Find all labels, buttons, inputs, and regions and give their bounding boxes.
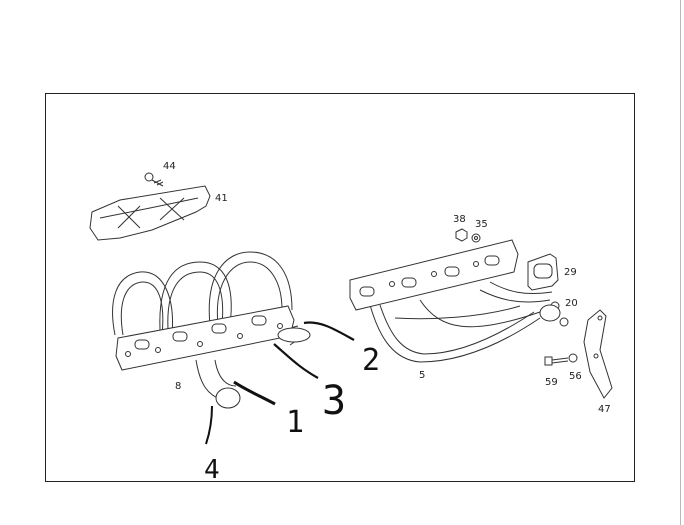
label-5: 5 — [419, 370, 425, 381]
label-8: 8 — [175, 381, 181, 392]
callout-2: 2 — [362, 343, 380, 378]
manifold-flange-right — [349, 239, 519, 311]
label-20: 20 — [565, 298, 578, 309]
label-44: 44 — [163, 161, 176, 172]
gasket-29 — [527, 253, 559, 291]
callout-4: 4 — [204, 455, 220, 485]
label-29: 29 — [564, 267, 577, 278]
label-56: 56 — [569, 371, 582, 382]
bolt-59 — [544, 356, 569, 366]
bracket-47 — [583, 309, 613, 399]
outlet-flange-left — [215, 327, 311, 409]
label-59: 59 — [545, 377, 558, 388]
label-41: 41 — [215, 193, 228, 204]
nut-20 — [539, 301, 569, 327]
label-47: 47 — [598, 404, 611, 415]
label-38: 38 — [453, 214, 466, 225]
manifold-flange-left — [115, 305, 295, 371]
manifold-right-5 — [369, 281, 553, 363]
diagram-frame — [45, 93, 635, 482]
nut-38 — [455, 228, 468, 242]
callout-3: 3 — [322, 378, 346, 424]
washer-56 — [568, 353, 578, 363]
washer-35 — [471, 233, 481, 243]
heat-shield-41 — [89, 185, 211, 241]
right-edge-rule — [680, 0, 681, 525]
bolt-44 — [144, 172, 164, 187]
callout-leaders — [205, 321, 355, 445]
label-35: 35 — [475, 219, 488, 230]
callout-1: 1 — [286, 405, 304, 440]
